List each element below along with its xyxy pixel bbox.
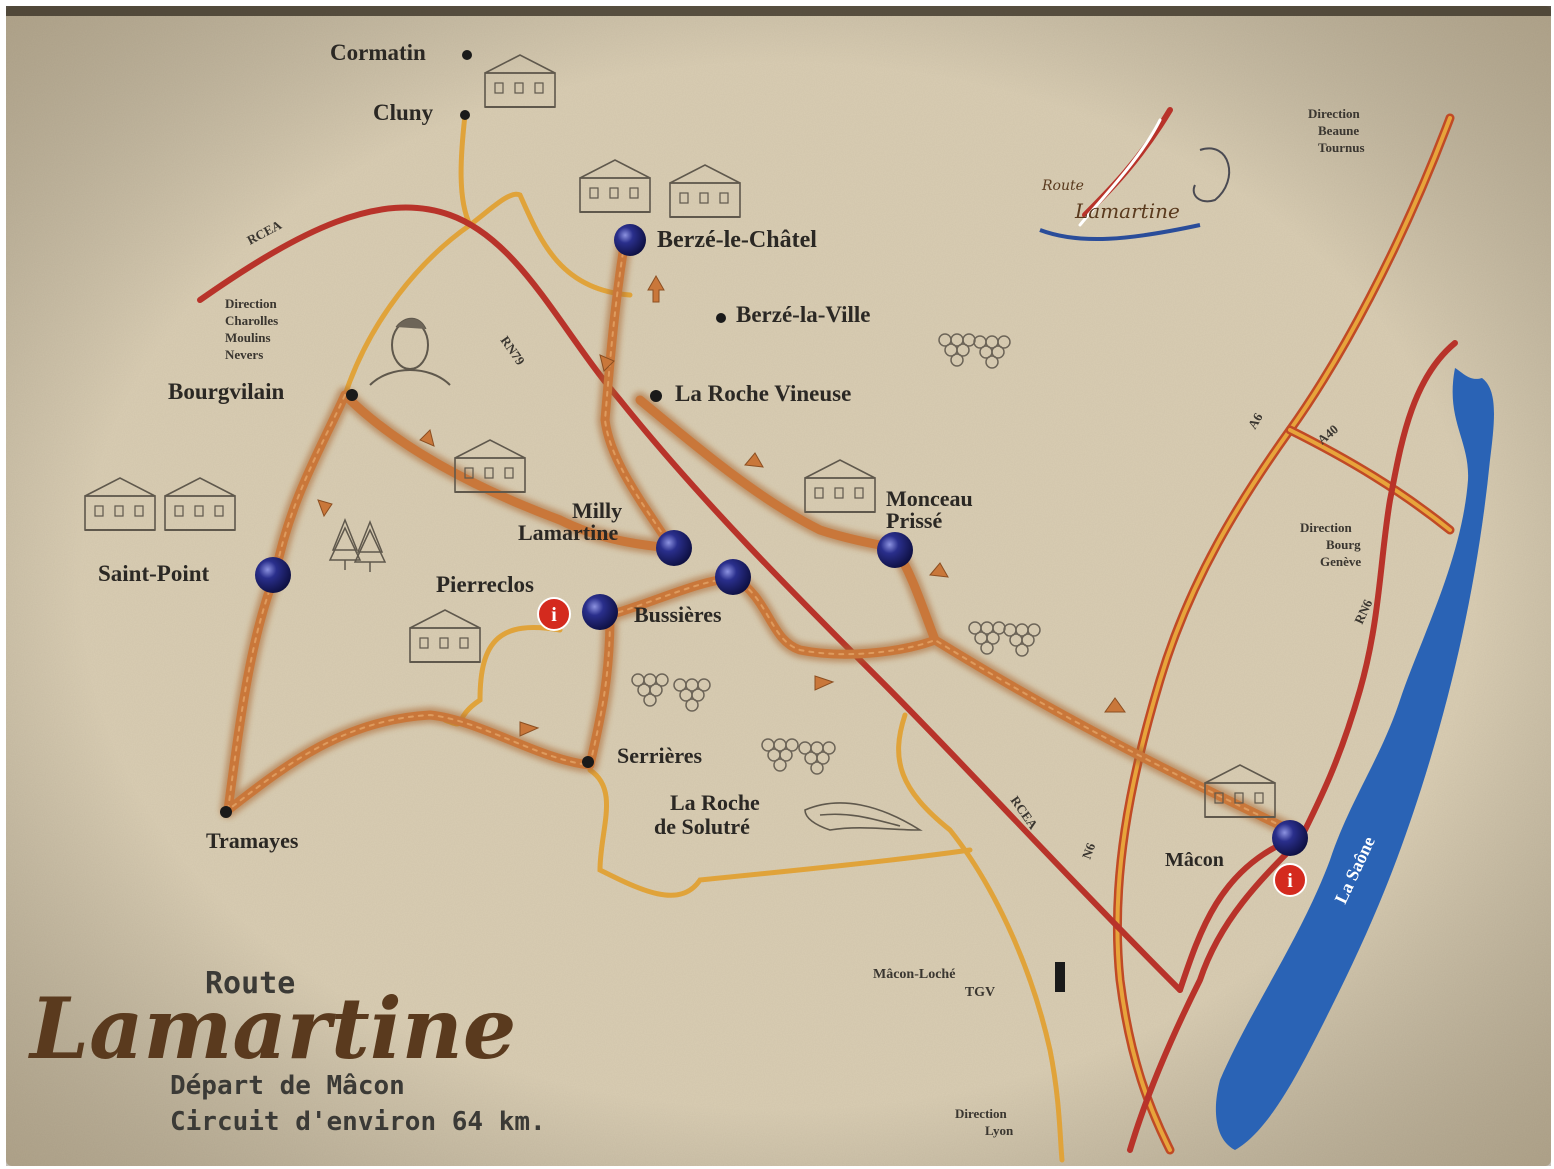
river-saone (1215, 368, 1494, 1150)
village-dots (220, 50, 726, 818)
dir-east-2: Genève (1320, 554, 1361, 569)
dir-east-0: Direction (1300, 520, 1353, 535)
label-la-roche: La Roche (670, 790, 760, 815)
arrow-icon (519, 721, 540, 737)
dot-icon (460, 110, 470, 120)
blue-sphere-icon[interactable] (582, 594, 618, 630)
subtitle-depart: Départ de Mâcon (170, 1071, 405, 1101)
dir-north-1: Beaune (1318, 123, 1359, 138)
dir-west-3: Nevers (225, 347, 263, 362)
label-bourgvilain: Bourgvilain (168, 379, 285, 404)
place-labels: Cormatin Cluny Berzé-le-Châtel Berzé-la-… (98, 40, 1379, 1000)
label-de-solutre: de Solutré (654, 814, 750, 839)
dot-icon (462, 50, 472, 60)
dir-south-0: Direction (955, 1106, 1008, 1121)
label-cormatin: Cormatin (330, 40, 426, 65)
label-berze-la-ville: Berzé-la-Ville (736, 302, 871, 327)
blue-sphere-icon[interactable] (656, 530, 692, 566)
arrow-icon (929, 562, 949, 578)
label-pierreclos: Pierreclos (436, 572, 534, 597)
info-icon[interactable]: i (537, 597, 571, 631)
label-tramayes: Tramayes (206, 828, 299, 853)
label-lamartine: Lamartine (518, 520, 618, 545)
label-prisse: Prissé (886, 508, 942, 533)
blue-sphere-icon[interactable] (877, 532, 913, 568)
label-macon-loche: Mâcon-Loché (873, 967, 955, 982)
arrow-icon (317, 499, 333, 518)
dir-west-0: Direction (225, 296, 278, 311)
info-icon[interactable]: i (1273, 863, 1307, 897)
dir-west-1: Charolles (225, 313, 278, 328)
subtitle-circuit: Circuit d'environ 64 km. (170, 1107, 546, 1137)
main-roads (197, 204, 1458, 1153)
dir-north-2: Tournus (1318, 140, 1365, 155)
blue-sphere-icon[interactable] (255, 557, 291, 593)
label-la-roche-vineuse: La Roche Vineuse (675, 381, 851, 406)
title-lamartine: Lamartine (28, 979, 516, 1078)
label-monceau: Monceau (886, 486, 973, 511)
info-points: i i (537, 597, 1307, 897)
route-lamartine-logo: Route Lamartine (1039, 107, 1231, 242)
road-n6b: N6 (1079, 840, 1099, 861)
logo-line2: Lamartine (1074, 199, 1180, 223)
label-berze-le-chatel: Berzé-le-Châtel (657, 227, 817, 253)
label-milly: Milly (572, 498, 622, 523)
arrow-icon (599, 354, 615, 372)
arrow-icon (814, 675, 835, 691)
dir-west-2: Moulins (225, 330, 271, 345)
stops (255, 224, 1308, 856)
blue-sphere-icon[interactable] (1272, 820, 1308, 856)
label-cluny: Cluny (373, 100, 434, 125)
solutre-rock-icon (804, 802, 923, 831)
dir-east-1: Bourg (1326, 537, 1361, 552)
dir-north-0: Direction (1308, 106, 1361, 121)
arrow-icon (744, 452, 764, 468)
dot-icon (220, 806, 232, 818)
illustrations (84, 54, 1276, 992)
dir-south-1: Lyon (985, 1123, 1014, 1138)
label-bussieres: Bussières (634, 602, 722, 627)
road-a6: A6 (1245, 410, 1266, 432)
blue-sphere-icon[interactable] (614, 224, 646, 256)
label-macon: Mâcon (1165, 849, 1224, 871)
logo-line1: Route (1041, 178, 1084, 194)
direction-labels: Direction Charolles Moulins Nevers Direc… (225, 106, 1365, 1138)
title-route: Route (205, 966, 295, 1001)
dot-icon (582, 756, 594, 768)
title-block: Route Lamartine Départ de Mâcon Circuit … (28, 966, 546, 1137)
label-serrieres: Serrières (617, 743, 703, 768)
arrow-icon (419, 429, 435, 447)
label-tgv: TGV (965, 985, 995, 1000)
route-arrows (317, 274, 1126, 737)
arrow-icon (647, 274, 665, 303)
arrow-icon (1104, 697, 1126, 713)
dot-icon (650, 390, 662, 402)
secondary-roads (342, 112, 1455, 1163)
svg-text:i: i (1287, 870, 1293, 892)
tgv-station-icon (1055, 962, 1065, 992)
blue-sphere-icon[interactable] (715, 559, 751, 595)
svg-text:i: i (551, 604, 557, 626)
tourist-route (220, 232, 1298, 838)
lamartine-portrait-icon (369, 317, 451, 386)
label-saint-point: Saint-Point (98, 561, 210, 586)
dot-icon (716, 313, 726, 323)
dot-icon (346, 389, 358, 401)
